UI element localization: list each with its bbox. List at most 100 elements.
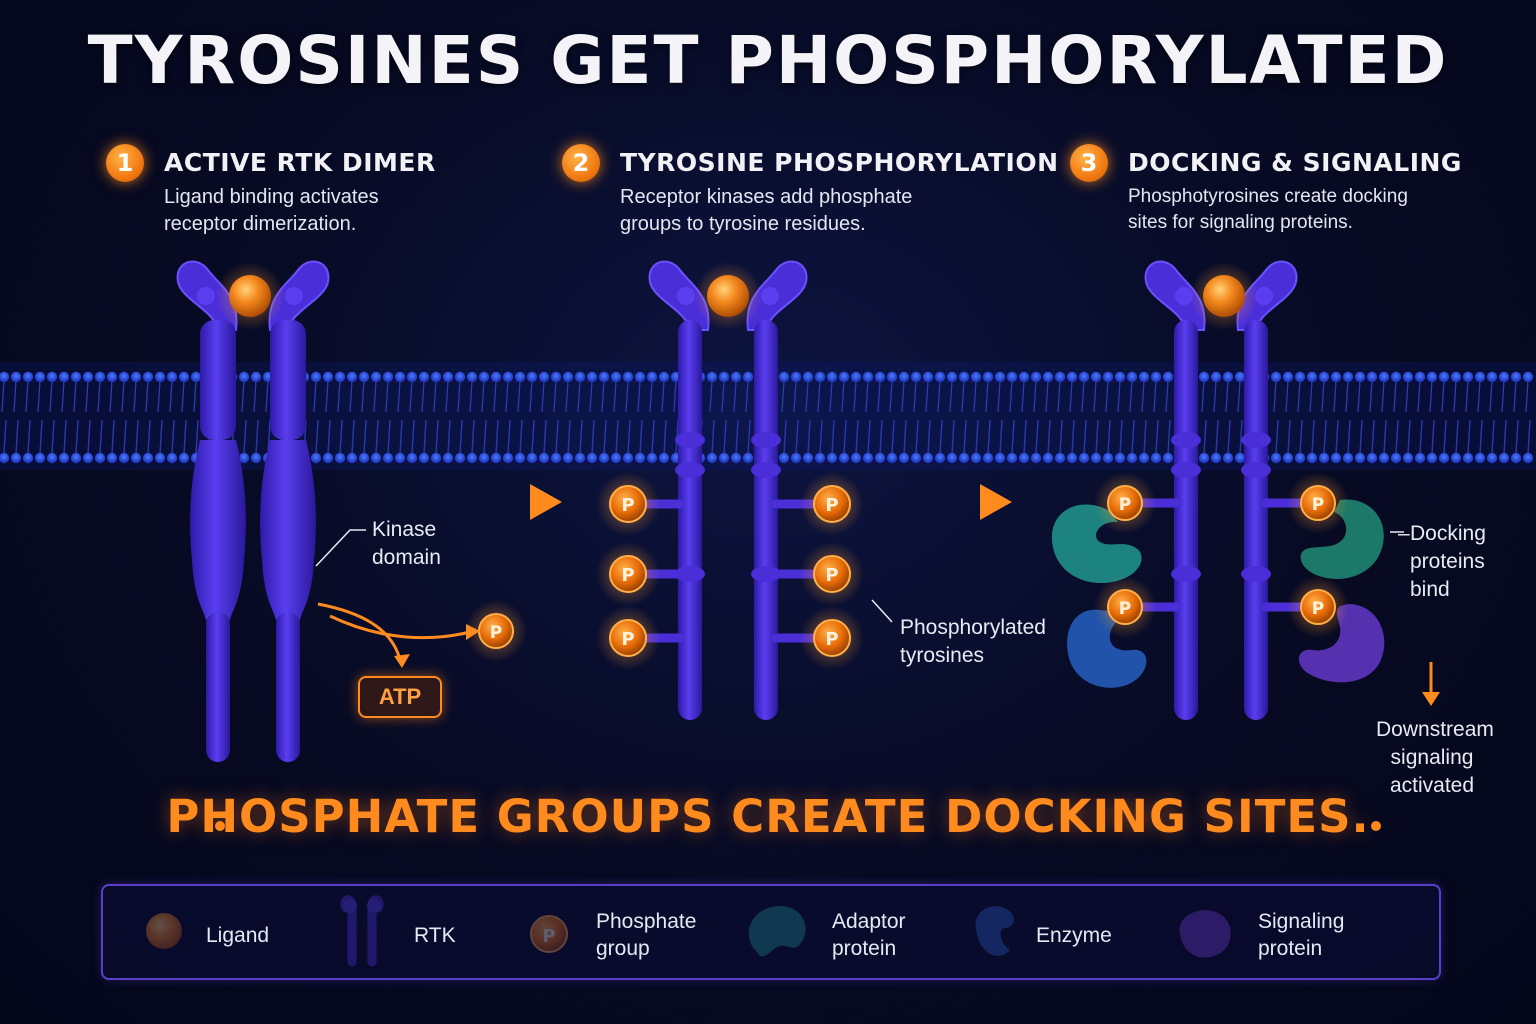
lipid-head xyxy=(1271,453,1281,463)
rtk-receptor xyxy=(178,261,246,762)
arrowhead xyxy=(980,484,1012,520)
lipid-head xyxy=(1211,453,1221,463)
lipid-head xyxy=(779,372,789,382)
lipid-head xyxy=(95,453,105,463)
lipid-head xyxy=(1463,453,1473,463)
lipid-head xyxy=(167,453,177,463)
lipid-head xyxy=(1439,372,1449,382)
phosphate-group: P xyxy=(596,542,680,606)
lipid-head xyxy=(419,372,429,382)
lipid-head xyxy=(1355,453,1365,463)
rtk-receptor xyxy=(1146,261,1205,720)
lipid-head xyxy=(959,372,969,382)
ligand-binding-site xyxy=(1255,287,1273,305)
lipid-head xyxy=(1415,453,1425,463)
lipid-head xyxy=(1031,453,1041,463)
dash: – xyxy=(1398,520,1410,548)
lipid-head xyxy=(1103,453,1113,463)
lipid-head xyxy=(839,372,849,382)
lipid-head xyxy=(623,372,633,382)
lipid-head xyxy=(1391,372,1401,382)
lipid-head xyxy=(743,372,753,382)
lipid-head xyxy=(803,453,813,463)
lipid-head xyxy=(1019,372,1029,382)
lipid-head xyxy=(887,453,897,463)
kinase-domain xyxy=(260,440,316,620)
lipid-head xyxy=(47,372,57,382)
lipid-head xyxy=(1235,453,1245,463)
lipid-head xyxy=(935,372,945,382)
lipid-head xyxy=(1163,372,1173,382)
lipid-head xyxy=(659,453,669,463)
lipid-head xyxy=(575,453,585,463)
lipid-head xyxy=(623,453,633,463)
lipid-head xyxy=(1523,453,1533,463)
lipid-head xyxy=(1379,372,1389,382)
phosphate-symbol: P xyxy=(825,565,838,586)
lipid-head xyxy=(707,453,717,463)
lipid-head xyxy=(1319,372,1329,382)
lipid-head xyxy=(995,372,1005,382)
lipid-head xyxy=(1007,372,1017,382)
lipid-head xyxy=(443,372,453,382)
lipid-head xyxy=(323,372,333,382)
lipid-head xyxy=(311,453,321,463)
lipid-head xyxy=(1151,372,1161,382)
lipid-head xyxy=(899,372,909,382)
arrowhead xyxy=(1422,692,1440,706)
lipid-head xyxy=(635,372,645,382)
phosphate-group: P xyxy=(776,472,864,536)
lipid-head xyxy=(395,453,405,463)
lipid-head xyxy=(95,372,105,382)
lipid-head xyxy=(455,372,465,382)
lipid-head xyxy=(515,372,525,382)
receptor-segment xyxy=(751,432,781,448)
receptor-tail xyxy=(276,612,300,762)
lipid-head xyxy=(515,453,525,463)
lipid-head xyxy=(371,453,381,463)
lipid-head xyxy=(875,372,885,382)
lipid-head xyxy=(1115,372,1125,382)
lipid-head xyxy=(467,372,477,382)
lipid-head xyxy=(479,453,489,463)
lipid-head xyxy=(1007,453,1017,463)
lipid-head xyxy=(1283,372,1293,382)
lipid-head xyxy=(11,372,21,382)
lipid-head xyxy=(407,372,417,382)
lipid-head xyxy=(251,453,261,463)
lipid-head xyxy=(1067,372,1077,382)
receptor-segment xyxy=(1171,566,1201,582)
receptor-stalk xyxy=(1244,320,1268,720)
lipid-head xyxy=(59,453,69,463)
lipid-head xyxy=(1199,372,1209,382)
lipid-head xyxy=(311,372,321,382)
lipid-head xyxy=(1319,453,1329,463)
lipid-head xyxy=(707,372,717,382)
lipid-head xyxy=(827,372,837,382)
lipid-head xyxy=(419,453,429,463)
lipid-head xyxy=(1499,453,1509,463)
lipid-head xyxy=(827,453,837,463)
lipid-head xyxy=(791,372,801,382)
lipid-head xyxy=(863,453,873,463)
lipid-head xyxy=(971,372,981,382)
lipid-head xyxy=(47,453,57,463)
lipid-head xyxy=(251,372,261,382)
lipid-head xyxy=(563,453,573,463)
lipid-head xyxy=(1523,372,1533,382)
lipid-head xyxy=(1163,453,1173,463)
lipid-head xyxy=(1451,372,1461,382)
lipid-head xyxy=(395,372,405,382)
legend-label-signaling: Signaling protein xyxy=(1258,908,1358,962)
lipid-head xyxy=(983,372,993,382)
step-description: Receptor kinases add phosphate groups to… xyxy=(620,184,950,238)
legend xyxy=(101,884,1441,980)
kinase-domain xyxy=(190,440,246,620)
lipid-head xyxy=(1511,453,1521,463)
ligand-binding-site xyxy=(197,287,215,305)
rtk-receptor xyxy=(650,261,709,720)
lipid-head xyxy=(1475,372,1485,382)
receptor-transmembrane xyxy=(200,320,236,440)
step-description: Phosphotyrosines create docking sites fo… xyxy=(1128,184,1428,236)
lipid-head xyxy=(1223,372,1233,382)
